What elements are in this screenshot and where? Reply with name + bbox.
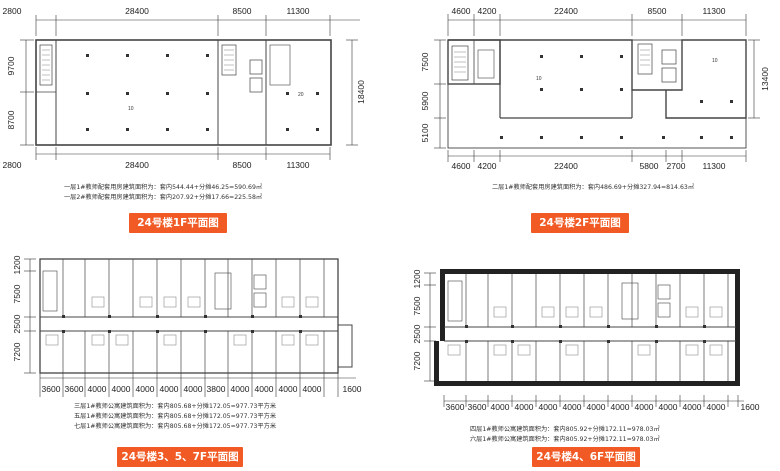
dim-bottom-7: 4000 <box>587 402 606 412</box>
dim-bottom-9: 4000 <box>635 402 654 412</box>
area-note-2: 六层1#教师公寓建筑面积为：套内805.92+分摊172.11=978.03㎡ <box>470 436 660 443</box>
floor-plan-1f: 2800 28400 8500 11300 2800 28400 8500 11… <box>0 0 370 235</box>
dim-right-1: 13400 <box>760 67 770 91</box>
dim-top-4: 11300 <box>286 6 309 16</box>
area-note-3: 七层1#教师公寓建筑面积为：套内805.68+分摊172.05=977.73平方… <box>74 423 277 430</box>
dim-bottom-9: 4000 <box>231 384 250 394</box>
area-note-2: 一层2#教师配套用房建筑面积为：套内207.92+分摊17.66=225.58㎡ <box>64 194 263 201</box>
dim-bottom-4: 11300 <box>286 160 309 170</box>
room-label-2: 10 <box>712 58 718 64</box>
dim-left-3: 5100 <box>420 123 430 142</box>
dim-top-5: 11300 <box>702 6 725 16</box>
floor-plan-2f-drawing: 4600 4200 22400 8500 11300 4600 4200 224… <box>420 6 770 171</box>
floor-plan-2f: 4600 4200 22400 8500 11300 4600 4200 224… <box>400 0 780 235</box>
room-label-2: 20 <box>298 92 304 98</box>
dim-left-3: 2500 <box>412 324 422 343</box>
dim-bottom-3: 4000 <box>88 384 107 394</box>
floor-plan-4-6f: 1200 7500 2500 7200 3600 3600 4000 4000 … <box>400 245 780 471</box>
dim-bottom-1: 4600 <box>452 161 471 171</box>
floor-plan-4-6f-drawing: 1200 7500 2500 7200 3600 3600 4000 4000 … <box>412 269 760 412</box>
dim-bottom-13: 1600 <box>741 402 760 412</box>
dim-bottom-11: 4000 <box>683 402 702 412</box>
area-note-2: 五层1#教师公寓建筑面积为：套内805.68+分摊172.05=977.73平方… <box>74 413 277 420</box>
dim-left-2: 5900 <box>420 91 430 110</box>
dim-bottom-5: 2700 <box>667 161 686 171</box>
dim-bottom-4: 5800 <box>640 161 659 171</box>
floor-plan-1f-drawing: 2800 28400 8500 11300 2800 28400 8500 11… <box>3 6 366 170</box>
dim-bottom-3: 8500 <box>233 160 252 170</box>
dim-top-1: 2800 <box>3 6 22 16</box>
dim-bottom-7: 4000 <box>184 384 203 394</box>
dim-top-3: 22400 <box>554 6 578 16</box>
dim-top-4: 8500 <box>648 6 667 16</box>
dim-bottom-4: 4000 <box>112 384 131 394</box>
dim-bottom-6: 4000 <box>160 384 179 394</box>
dim-left-1: 1200 <box>12 255 22 274</box>
dim-bottom-6: 11300 <box>702 161 725 171</box>
dim-top-3: 8500 <box>233 6 252 16</box>
dim-left-2: 7500 <box>12 284 22 303</box>
room-label-1: 10 <box>128 106 134 112</box>
room-label-1: 10 <box>536 76 542 82</box>
dim-left-1: 1200 <box>412 269 422 288</box>
dim-top-2: 4200 <box>478 6 497 16</box>
floor-plan-3-5-7f-drawing: 1200 7500 2500 7200 3600 3600 4000 4000 … <box>12 255 362 397</box>
area-note-1: 二层1#教师配套用房建筑面积为：套内486.69+分摊327.94=814.63… <box>492 184 695 191</box>
floor-plan-3-5-7f: 1200 7500 2500 7200 3600 3600 4000 4000 … <box>0 245 380 471</box>
dim-left-3: 2500 <box>12 314 22 333</box>
area-note-1: 四层1#教师公寓建筑面积为：套内805.92+分摊172.11=978.03㎡ <box>470 426 660 433</box>
dim-bottom-12: 4000 <box>303 384 322 394</box>
dim-bottom-1: 3600 <box>446 402 465 412</box>
dim-bottom-8: 3800 <box>207 384 226 394</box>
dim-right-1: 18400 <box>356 80 366 104</box>
dim-bottom-2: 3600 <box>65 384 84 394</box>
plan-title-2f: 24号楼2F平面图 <box>531 213 629 233</box>
dim-bottom-13: 1600 <box>343 384 362 394</box>
dim-bottom-3: 4000 <box>491 402 510 412</box>
dim-bottom-5: 4000 <box>136 384 155 394</box>
dim-bottom-3: 22400 <box>554 161 578 171</box>
dim-left-4: 7200 <box>12 342 22 361</box>
dim-left-1: 7500 <box>420 52 430 71</box>
dim-bottom-5: 4000 <box>539 402 558 412</box>
dim-bottom-8: 4000 <box>611 402 630 412</box>
dim-left-2: 8700 <box>6 110 16 129</box>
dim-bottom-2: 28400 <box>125 160 149 170</box>
dim-bottom-10: 4000 <box>255 384 274 394</box>
dim-bottom-2: 3600 <box>468 402 487 412</box>
dim-top-2: 28400 <box>125 6 149 16</box>
dim-bottom-10: 4000 <box>659 402 678 412</box>
plan-title-3-5-7f: 24号楼3、5、7F平面图 <box>117 447 243 467</box>
plan-title-4-6f: 24号楼4、6F平面图 <box>532 447 640 467</box>
dim-bottom-1: 2800 <box>3 160 22 170</box>
dim-bottom-1: 3600 <box>42 384 61 394</box>
area-note-1: 三层1#教师公寓建筑面积为：套内805.68+分摊172.05=977.73平方… <box>74 403 277 410</box>
dim-left-2: 7500 <box>412 296 422 315</box>
dim-bottom-4: 4000 <box>515 402 534 412</box>
dim-left-4: 7200 <box>412 351 422 370</box>
dim-bottom-6: 4000 <box>563 402 582 412</box>
dim-bottom-2: 4200 <box>478 161 497 171</box>
dim-bottom-12: 4000 <box>707 402 726 412</box>
area-note-1: 一层1#教师配套用房建筑面积为：套内544.44+分摊46.25=590.69㎡ <box>64 184 263 191</box>
plan-title-1f: 24号楼1F平面图 <box>129 213 227 233</box>
dim-top-1: 4600 <box>452 6 471 16</box>
dim-bottom-11: 4000 <box>279 384 298 394</box>
dim-left-1: 9700 <box>6 56 16 75</box>
